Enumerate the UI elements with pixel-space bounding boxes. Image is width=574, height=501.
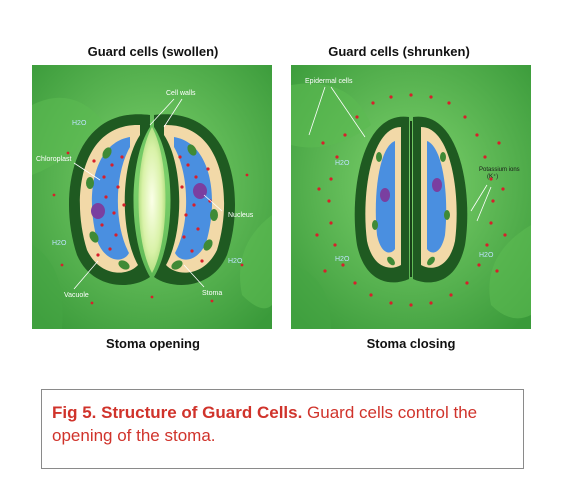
left-panel-title: Guard cells (swollen) (87, 44, 219, 59)
figure-caption-text: Guard cells control the opening of the s… (52, 403, 478, 445)
label-cell-walls: Cell walls (166, 90, 196, 97)
label-vacuole: Vacuole (64, 292, 89, 299)
left-panel-caption: Stoma opening (106, 336, 200, 351)
potassium-ions-inside (92, 155, 212, 263)
shrunken-guard-cells-diagram: Epidermal cells Potassium ions (K⁺) H2O … (291, 65, 531, 329)
stoma-pore (138, 127, 166, 273)
label-potassium-symbol: (K⁺) (487, 173, 498, 180)
label-epidermal-cells: Epidermal cells (305, 78, 353, 85)
chloroplasts (372, 152, 450, 266)
nucleus-left (91, 203, 105, 219)
label-water-3: H2O (479, 252, 494, 259)
nucleus-left (380, 188, 390, 202)
right-vacuole (427, 141, 447, 253)
label-water-2: H2O (335, 256, 350, 263)
swollen-guard-cells-diagram: Cell walls Chloroplast Nucleus Vacuole S… (32, 65, 272, 329)
label-water-1: H2O (72, 120, 87, 127)
right-vacuole (174, 137, 213, 260)
figure-caption-title: Fig 5. Structure of Guard Cells. (52, 403, 303, 422)
label-water-1: H2O (335, 160, 350, 167)
label-water-3: H2O (228, 258, 243, 265)
label-nucleus: Nucleus (228, 212, 254, 219)
label-water-2: H2O (52, 240, 67, 247)
figure-caption-box: Fig 5. Structure of Guard Cells. Guard c… (41, 389, 524, 469)
right-panel-title: Guard cells (shrunken) (328, 44, 470, 59)
left-vacuole (91, 137, 130, 260)
label-potassium-ions: Potassium ions (479, 167, 520, 173)
chloroplasts (86, 144, 218, 270)
right-panel-caption: Stoma closing (366, 336, 456, 351)
label-stoma: Stoma (202, 290, 222, 297)
nucleus-right (432, 178, 442, 192)
potassium-ions-outside (315, 93, 507, 307)
label-chloroplast: Chloroplast (36, 156, 71, 163)
potassium-ions-outside (52, 151, 249, 305)
nucleus-right (193, 183, 207, 199)
